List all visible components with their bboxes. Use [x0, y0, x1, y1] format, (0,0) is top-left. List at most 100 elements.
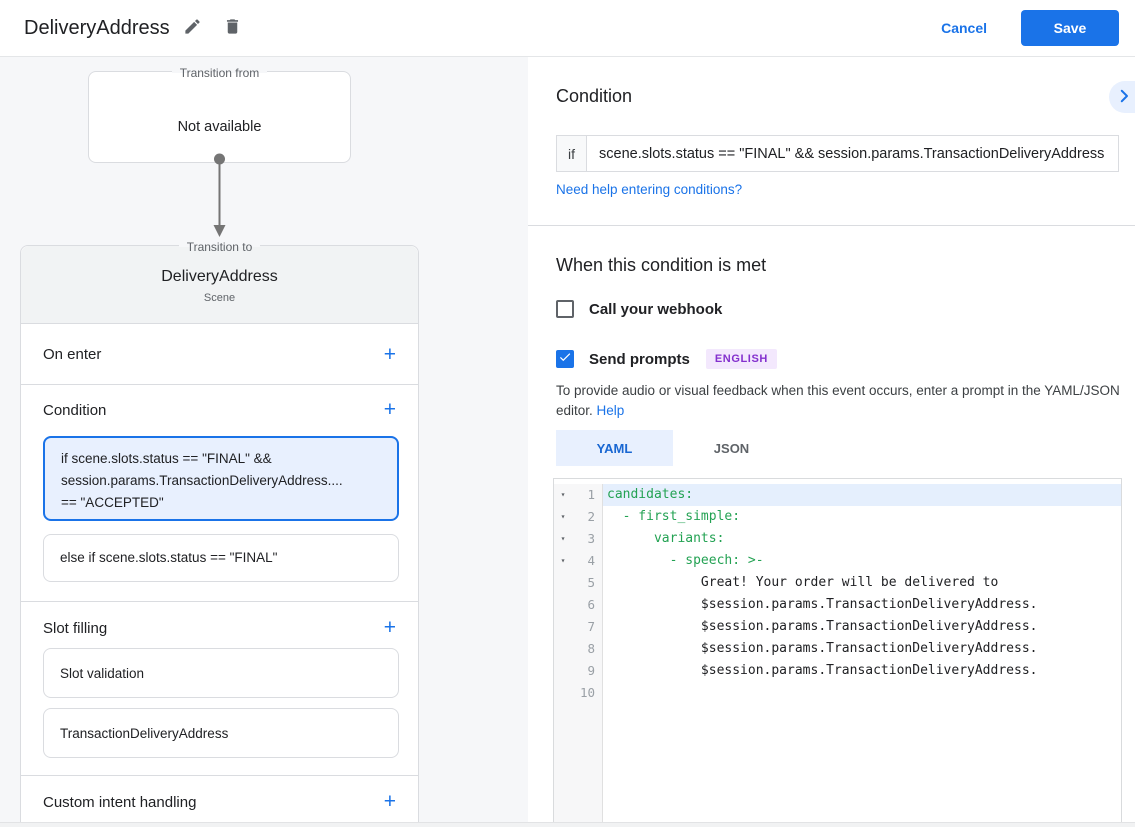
page-title: DeliveryAddress — [24, 16, 170, 39]
editor-line[interactable]: 8 $session.params.TransactionDeliveryAdd… — [554, 638, 1121, 660]
scene-type-label: Scene — [203, 292, 236, 304]
line-number: 6 — [572, 594, 603, 616]
add-custom-intent-icon[interactable]: + — [383, 790, 396, 813]
fold-spacer — [554, 682, 572, 704]
call-webhook-row: Call your webhook — [556, 300, 722, 318]
tab-yaml[interactable]: YAML — [556, 430, 673, 466]
transition-from-value: Not available — [177, 119, 262, 135]
line-number: 7 — [572, 616, 603, 638]
line-number: 9 — [572, 660, 603, 682]
line-number: 4 — [572, 550, 603, 572]
line-number: 1 — [572, 484, 603, 506]
code-line: $session.params.TransactionDeliveryAddre… — [607, 641, 1038, 656]
code-line: $session.params.TransactionDeliveryAddre… — [607, 619, 1038, 634]
add-on-enter-icon[interactable]: + — [383, 342, 396, 366]
fold-spacer — [554, 572, 572, 594]
language-badge: ENGLISH — [705, 349, 777, 369]
fold-spacer — [554, 616, 572, 638]
condition-card-selected[interactable]: if scene.slots.status == "FINAL" && sess… — [43, 436, 399, 521]
fold-arrow-icon[interactable]: ▾ — [554, 550, 572, 572]
add-condition-icon[interactable]: + — [383, 398, 396, 421]
line-number: 10 — [572, 682, 603, 704]
section-divider — [21, 601, 418, 602]
editor-line[interactable]: 7 $session.params.TransactionDeliveryAdd… — [554, 616, 1121, 638]
custom-intent-label: Custom intent handling — [43, 793, 197, 811]
editor-line[interactable]: ▾ 2 - first_simple: — [554, 506, 1121, 528]
editor-line[interactable]: ▾ 3 variants: — [554, 528, 1121, 550]
editor-gutter-tail — [554, 704, 1121, 824]
conditions-help-link[interactable]: Need help entering conditions? — [556, 182, 743, 197]
code-line: $session.params.TransactionDeliveryAddre… — [607, 663, 1038, 678]
editor-line[interactable]: 9 $session.params.TransactionDeliveryAdd… — [554, 660, 1121, 682]
line-number: 5 — [572, 572, 603, 594]
custom-intent-section-header: Custom intent handling + — [43, 790, 396, 813]
fold-spacer — [554, 704, 572, 824]
transition-to-legend: Transition to — [178, 240, 261, 254]
pencil-icon — [183, 17, 202, 39]
fold-spacer — [554, 660, 572, 682]
editor-line[interactable]: 5 Great! Your order will be delivered to — [554, 572, 1121, 594]
save-button[interactable]: Save — [1021, 10, 1119, 46]
fold-arrow-icon[interactable]: ▾ — [554, 506, 572, 528]
horizontal-scrollbar[interactable] — [0, 822, 1135, 827]
fold-arrow-icon[interactable]: ▾ — [554, 484, 572, 506]
edit-scene-name-button[interactable] — [176, 11, 210, 45]
panel-divider — [528, 225, 1135, 226]
scene-name: DeliveryAddress — [161, 268, 278, 285]
check-icon — [558, 350, 572, 369]
delete-scene-button[interactable] — [216, 11, 250, 45]
line-number: 2 — [572, 506, 603, 528]
condition-section-header: Condition + — [43, 398, 396, 421]
send-prompts-checkbox[interactable] — [556, 350, 574, 368]
call-webhook-checkbox[interactable] — [556, 300, 574, 318]
collapse-panel-button[interactable] — [1109, 81, 1135, 113]
if-prefix: if — [556, 135, 586, 172]
code-line: - first_simple: — [607, 509, 741, 524]
code-line: candidates: — [603, 484, 1121, 506]
editor-line[interactable]: 6 $session.params.TransactionDeliveryAdd… — [554, 594, 1121, 616]
code-line: - speech: >- — [607, 553, 764, 568]
condition-expression-input[interactable]: scene.slots.status == "FINAL" && session… — [586, 135, 1119, 172]
scene-card-header[interactable]: DeliveryAddress Scene — [21, 246, 418, 324]
slot-validation-card[interactable]: Slot validation — [43, 648, 399, 698]
scene-graph-panel: Transition from Not available Transition… — [0, 57, 528, 827]
fold-spacer — [554, 638, 572, 660]
slot-filling-section-header: Slot filling + — [43, 616, 396, 639]
condition-expression-row: if scene.slots.status == "FINAL" && sess… — [556, 135, 1119, 172]
fold-spacer — [554, 594, 572, 616]
condition-detail-panel: Condition if scene.slots.status == "FINA… — [528, 57, 1135, 827]
send-prompts-label: Send prompts — [589, 350, 690, 368]
slot-filling-label: Slot filling — [43, 619, 108, 637]
add-slot-icon[interactable]: + — [383, 616, 396, 639]
line-number: 8 — [572, 638, 603, 660]
editor-line[interactable]: ▾ 1 candidates: — [554, 484, 1121, 506]
code-line — [603, 682, 1121, 704]
editor-format-tabs: YAML JSON — [556, 430, 790, 466]
cancel-button[interactable]: Cancel — [925, 12, 1003, 44]
code-line: $session.params.TransactionDeliveryAddre… — [607, 597, 1038, 612]
gutter-spacer — [572, 704, 603, 824]
line-number: 3 — [572, 528, 603, 550]
condition-section-label: Condition — [43, 401, 107, 419]
section-divider — [21, 384, 418, 385]
on-enter-row: On enter + — [43, 325, 396, 384]
prompt-hint-text: To provide audio or visual feedback when… — [556, 381, 1134, 421]
code-line: Great! Your order will be delivered to — [607, 575, 999, 590]
transition-from-legend: Transition from — [171, 66, 268, 80]
code-blank-area — [603, 704, 1121, 824]
code-line: variants: — [607, 531, 725, 546]
editor-line[interactable]: ▾ 4 - speech: >- — [554, 550, 1121, 572]
when-condition-met-heading: When this condition is met — [556, 255, 767, 275]
fold-arrow-icon[interactable]: ▾ — [554, 528, 572, 550]
chevron-right-icon — [1115, 87, 1133, 108]
condition-card[interactable]: else if scene.slots.status == "FINAL" — [43, 534, 399, 582]
transition-from-box: Transition from Not available — [88, 66, 351, 163]
on-enter-label: On enter — [43, 346, 102, 363]
prompt-hint-body: To provide audio or visual feedback when… — [556, 383, 1120, 418]
editor-line[interactable]: 10 — [554, 682, 1121, 704]
tab-json[interactable]: JSON — [713, 440, 750, 456]
app-bar: DeliveryAddress Cancel Save — [0, 0, 1135, 57]
slot-card[interactable]: TransactionDeliveryAddress — [43, 708, 399, 758]
yaml-code-editor[interactable]: ▾ 1 candidates: ▾ 2 - first_simple: ▾ 3 … — [553, 478, 1122, 827]
help-link[interactable]: Help — [596, 403, 625, 418]
